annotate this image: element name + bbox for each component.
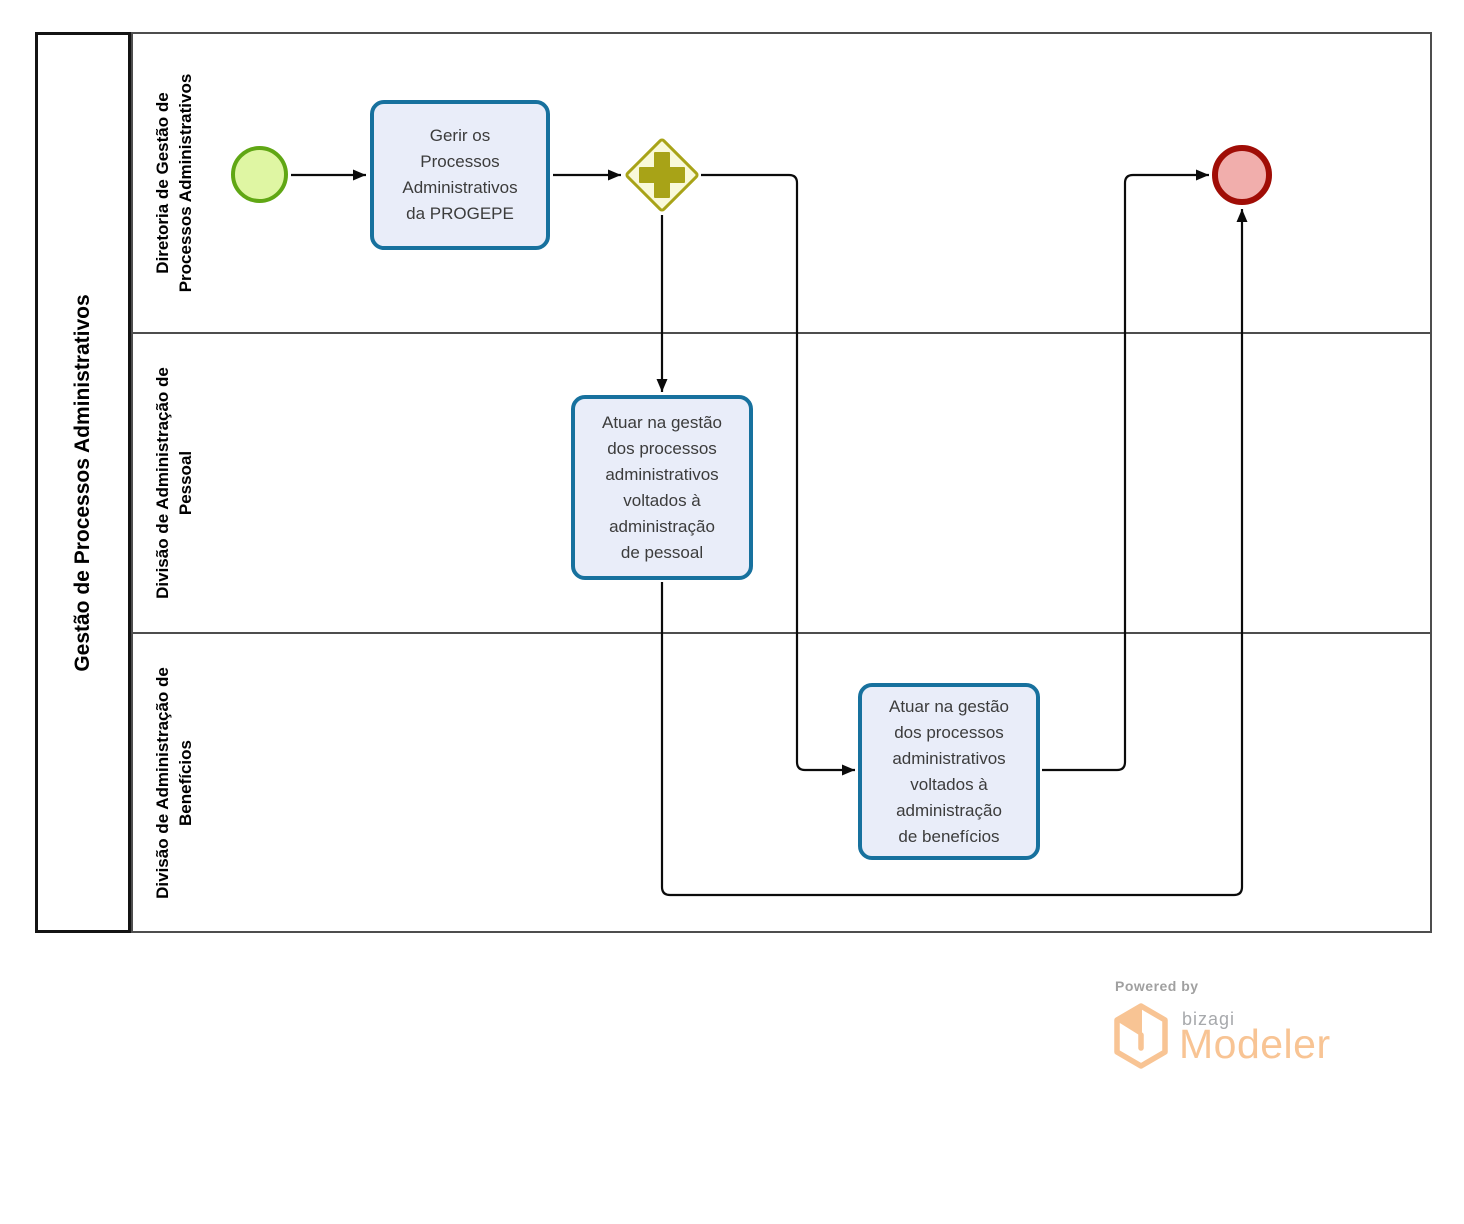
task-gerir-processos[interactable]: Gerir os Processos Administrativos da PR… xyxy=(370,100,550,250)
start-event[interactable] xyxy=(231,146,288,203)
task-gestao-beneficios[interactable]: Atuar na gestão dos processos administra… xyxy=(858,683,1040,860)
lane-adm-pessoal-label: Divisão de Administração de Pessoal xyxy=(153,367,195,599)
lane-adm-beneficios: Divisão de Administração de Benefícios xyxy=(133,634,1430,931)
lane-diretoria-label: Diretoria de Gestão de Processos Adminis… xyxy=(153,73,195,293)
task-gestao-pessoal[interactable]: Atuar na gestão dos processos administra… xyxy=(571,395,753,580)
pool-header: Gestão de Processos Administrativos xyxy=(35,32,131,933)
lane-adm-pessoal: Divisão de Administração de Pessoal xyxy=(133,334,1430,634)
bizagi-brand-label: bizagi xyxy=(1182,1009,1236,1029)
parallel-gateway-plus-icon xyxy=(654,152,670,198)
lane-adm-beneficios-label: Divisão de Administração de Benefícios xyxy=(153,666,195,899)
end-event[interactable] xyxy=(1212,145,1272,205)
bizagi-watermark: Powered by bizagi Modeler xyxy=(1113,976,1383,1096)
modeler-product-label: Modeler xyxy=(1179,1021,1331,1067)
pool-title: Gestão de Processos Administrativos xyxy=(71,293,94,672)
powered-by-label: Powered by xyxy=(1115,978,1199,994)
bizagi-logo-icon xyxy=(1114,1003,1168,1069)
